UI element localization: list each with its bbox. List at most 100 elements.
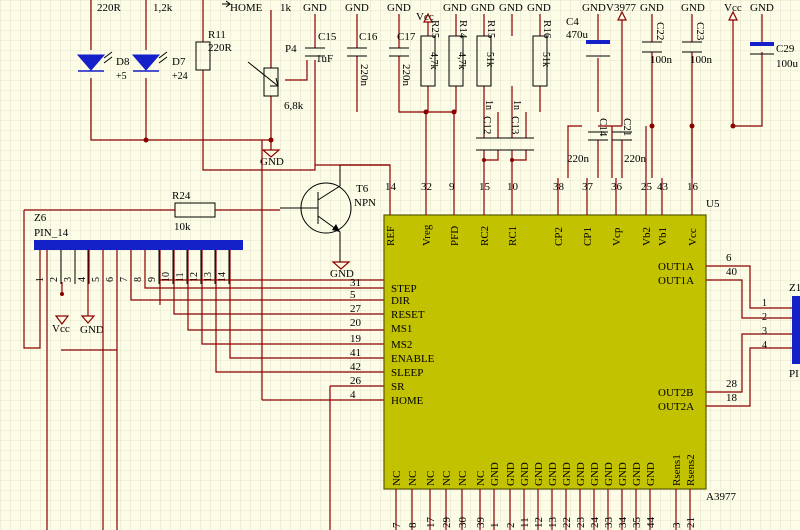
header-pin-11: 11	[175, 272, 186, 282]
resistor-r14	[448, 35, 464, 87]
c22-val: 100n	[650, 54, 673, 66]
z1-pin-3: 3	[762, 326, 767, 337]
ic-bottom-pin-name: NC	[457, 471, 469, 486]
transistor-t6: T6 NPN GND	[280, 164, 391, 280]
ic-top-pin-name: REF	[385, 226, 397, 246]
ic-bottom-pin-name: GND	[533, 462, 545, 486]
ic-bottom-pin-num: 2	[505, 523, 517, 529]
header-pin-9: 9	[147, 277, 158, 282]
gnd-label: GND	[527, 2, 551, 14]
c23-val: 100n	[690, 54, 713, 66]
resistor-r11	[195, 41, 211, 71]
r25-ref: R25	[429, 20, 441, 39]
ic-left-pin-name: ENABLE	[391, 353, 435, 365]
ic-top-pin-name: Vb1	[657, 227, 669, 246]
ic-bottom-pin-name: GND	[645, 462, 657, 486]
d7-sign: +24	[172, 71, 188, 82]
ic-bottom-pin-name: GND	[519, 462, 531, 486]
d7-label: D7	[172, 56, 186, 68]
ic-top-pin-num: 36	[611, 181, 623, 193]
ic-right-pin-num: 28	[726, 378, 738, 390]
ic-top-pin-name: Vreg	[421, 224, 433, 246]
r16-ref: R16	[541, 20, 553, 39]
ic-bottom-pin-name: GND	[589, 462, 601, 486]
gnd-label: GND	[681, 2, 705, 14]
gnd-label: GND	[499, 2, 523, 14]
ic-top-pin-name: RC2	[479, 226, 491, 246]
c14-val: 220n	[567, 153, 590, 165]
gnd-pot: GND	[260, 156, 284, 168]
r11-ref: R11	[208, 29, 226, 41]
ic-bottom-pin-name: NC	[441, 471, 453, 486]
ic-left-pin-num: 41	[350, 347, 361, 359]
ic-top-pin-num: 9	[449, 181, 455, 193]
d8-sign: +5	[116, 71, 127, 82]
ic-left-pin-name: MS2	[391, 339, 412, 351]
r14-ref: R14	[457, 20, 469, 39]
ic-bottom-pin-num: 44	[645, 517, 657, 529]
z1-name: PI	[789, 368, 799, 380]
gnd-label: GND	[387, 2, 411, 14]
ic-right-pin-name: OUT1A	[658, 261, 694, 273]
ic-bottom-pin-num: 21	[685, 517, 697, 528]
ic-bottom-pin-name: GND	[603, 462, 615, 486]
wiper-arrow-icon	[247, 61, 279, 87]
ic-top-pin-name: CP2	[553, 227, 565, 246]
gnd-label: GND	[750, 2, 774, 14]
gnd-label: GND	[443, 2, 467, 14]
z6-name: PIN_14	[34, 227, 69, 239]
header-pin-12: 12	[189, 272, 200, 282]
home-arrow-icon	[222, 0, 231, 8]
ic-left-pin-name: SLEEP	[391, 367, 423, 379]
c29-val: 100u	[776, 58, 799, 70]
z1-pin-2: 2	[762, 312, 767, 323]
ic-left-pin-name: MS1	[391, 323, 412, 335]
gnd-t6: GND	[330, 268, 354, 280]
ic-right-pin-name: OUT1A	[658, 275, 694, 287]
ic-left-pin-name: STEP	[391, 283, 417, 295]
resistor-r24: R24 10k	[24, 190, 280, 233]
p4-label: P4	[285, 43, 297, 55]
ic-left-pin-num: 20	[350, 317, 362, 329]
ic-ref: U5	[706, 198, 720, 210]
header-pin-2: 2	[49, 277, 60, 282]
c15-ref: C15	[318, 31, 337, 43]
ic-bottom-pin-num: 39	[475, 517, 487, 529]
gnd-label: GND	[303, 2, 327, 14]
ic-bottom-pin-num: 35	[631, 517, 643, 529]
ic-bottom-pin-num: 17	[425, 517, 437, 529]
resistor-r16	[532, 35, 548, 87]
t6-ref: T6	[356, 183, 369, 195]
ic-top-pin-num: 38	[553, 181, 565, 193]
ic-top-pin-num: 37	[582, 181, 594, 193]
v3977-label: V3977	[606, 2, 636, 14]
ic-bottom-pin-name: GND	[489, 462, 501, 486]
ic-bottom-pin-num: 7	[391, 522, 403, 528]
header-pin-14: 14	[217, 272, 228, 282]
vcc-label: Vcc	[724, 2, 742, 14]
ic-top-pin-name: PFD	[449, 226, 461, 246]
ic-top-pin-name: RC1	[507, 226, 519, 246]
ic-top-pin-num: 16	[687, 181, 699, 193]
gnd-header: GND	[80, 324, 104, 336]
ic-bottom-pin-num: 8	[407, 522, 419, 528]
c21-val: 220n	[624, 153, 647, 165]
c4-ref: C4	[566, 16, 579, 28]
c21-ref: C21	[621, 118, 633, 136]
ic-bottom-pin-name: GND	[575, 462, 587, 486]
r11-val: 220R	[208, 42, 233, 54]
ic-bottom-pin-num: 13	[547, 517, 559, 529]
d8-label: D8	[116, 56, 130, 68]
ic-right-pin-num: 6	[726, 252, 732, 264]
gnd-label: GND	[345, 2, 369, 14]
ic-bottom-pin-num: 33	[603, 517, 615, 529]
connector-z1: Z1 PI 1 2 3 4	[706, 265, 800, 407]
resistor-r25	[420, 35, 436, 87]
ic-bottom-pin-num: 11	[519, 517, 531, 528]
header-bar	[34, 240, 243, 250]
ic-right-pin-name: OUT2A	[658, 401, 694, 413]
led-resistor-section: 220R 1,2k D8 +5 D7 +24 R11 220R HOME 1k …	[76, 0, 390, 171]
header-pin-7: 7	[119, 277, 130, 282]
ic-bottom-pin-name: Rsens2	[685, 454, 697, 486]
